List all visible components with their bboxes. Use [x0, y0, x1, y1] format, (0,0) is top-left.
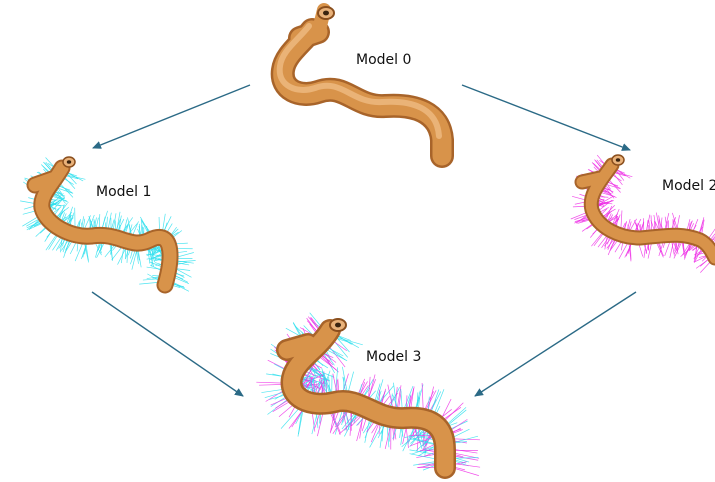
model-0-tube	[280, 7, 442, 156]
model-1-tube	[20, 157, 196, 291]
model-2-tube	[571, 155, 715, 273]
model-2-label: Model 2	[662, 178, 715, 194]
model-0-label: Model 0	[356, 52, 411, 68]
arrow-model0-to-model2	[462, 85, 630, 150]
model-3-tube	[256, 313, 480, 476]
arrow-model2-to-model3	[475, 292, 636, 396]
arrow-model0-to-model1	[93, 85, 250, 148]
model-1-label: Model 1	[96, 184, 151, 200]
model-3-label: Model 3	[366, 349, 421, 365]
arrow-model1-to-model3	[92, 292, 243, 396]
